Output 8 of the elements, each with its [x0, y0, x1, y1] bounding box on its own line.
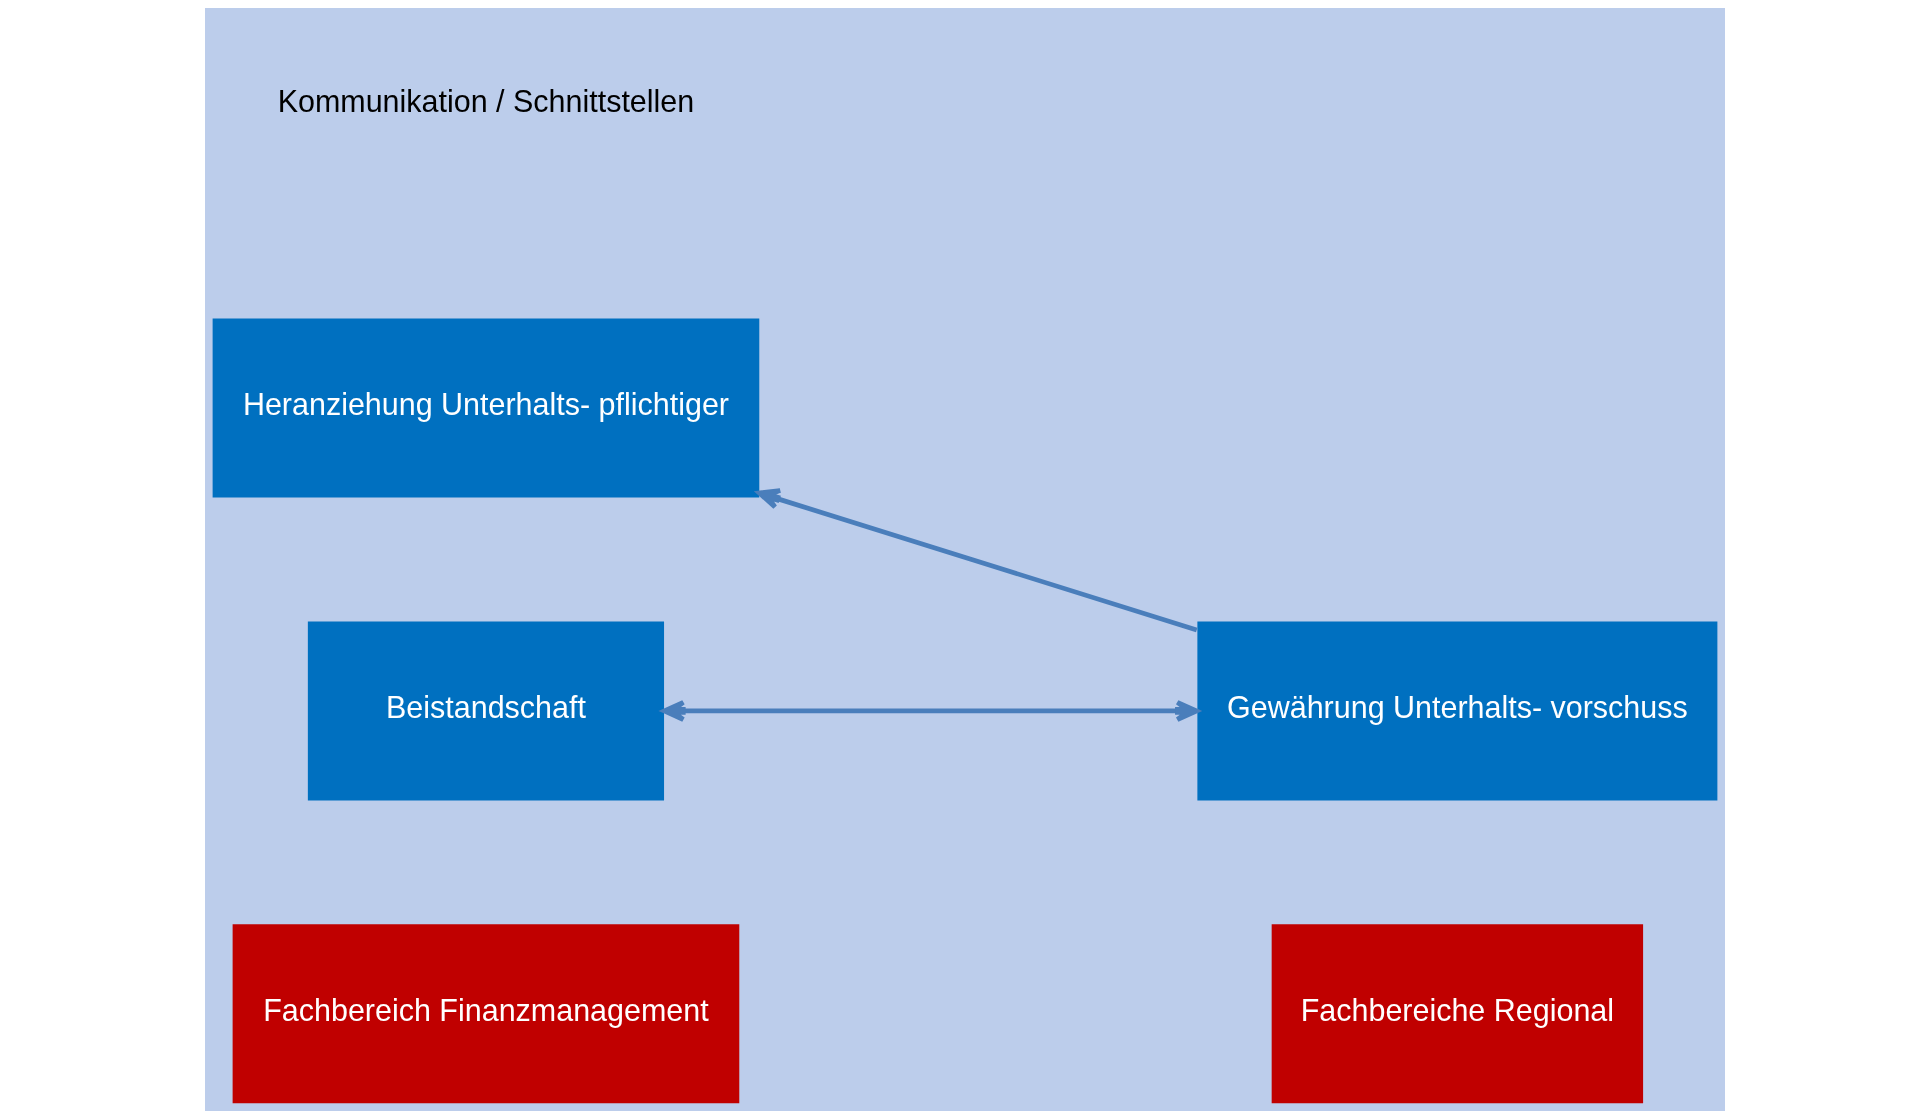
node-box: Heranziehung Unterhalts- pflichtiger [212, 318, 760, 498]
node-box: Fachbereich Finanzmanagement [232, 924, 740, 1104]
arrow [756, 488, 1198, 633]
arrow [661, 700, 1199, 722]
label: Kommunikation / Schnittstellen [277, 84, 695, 119]
node-box: Gewährung Unterhalts- vorschuss [1197, 621, 1718, 801]
node-box: Fachbereiche Regional [1271, 924, 1644, 1104]
node-box: Beistandschaft [307, 621, 665, 801]
